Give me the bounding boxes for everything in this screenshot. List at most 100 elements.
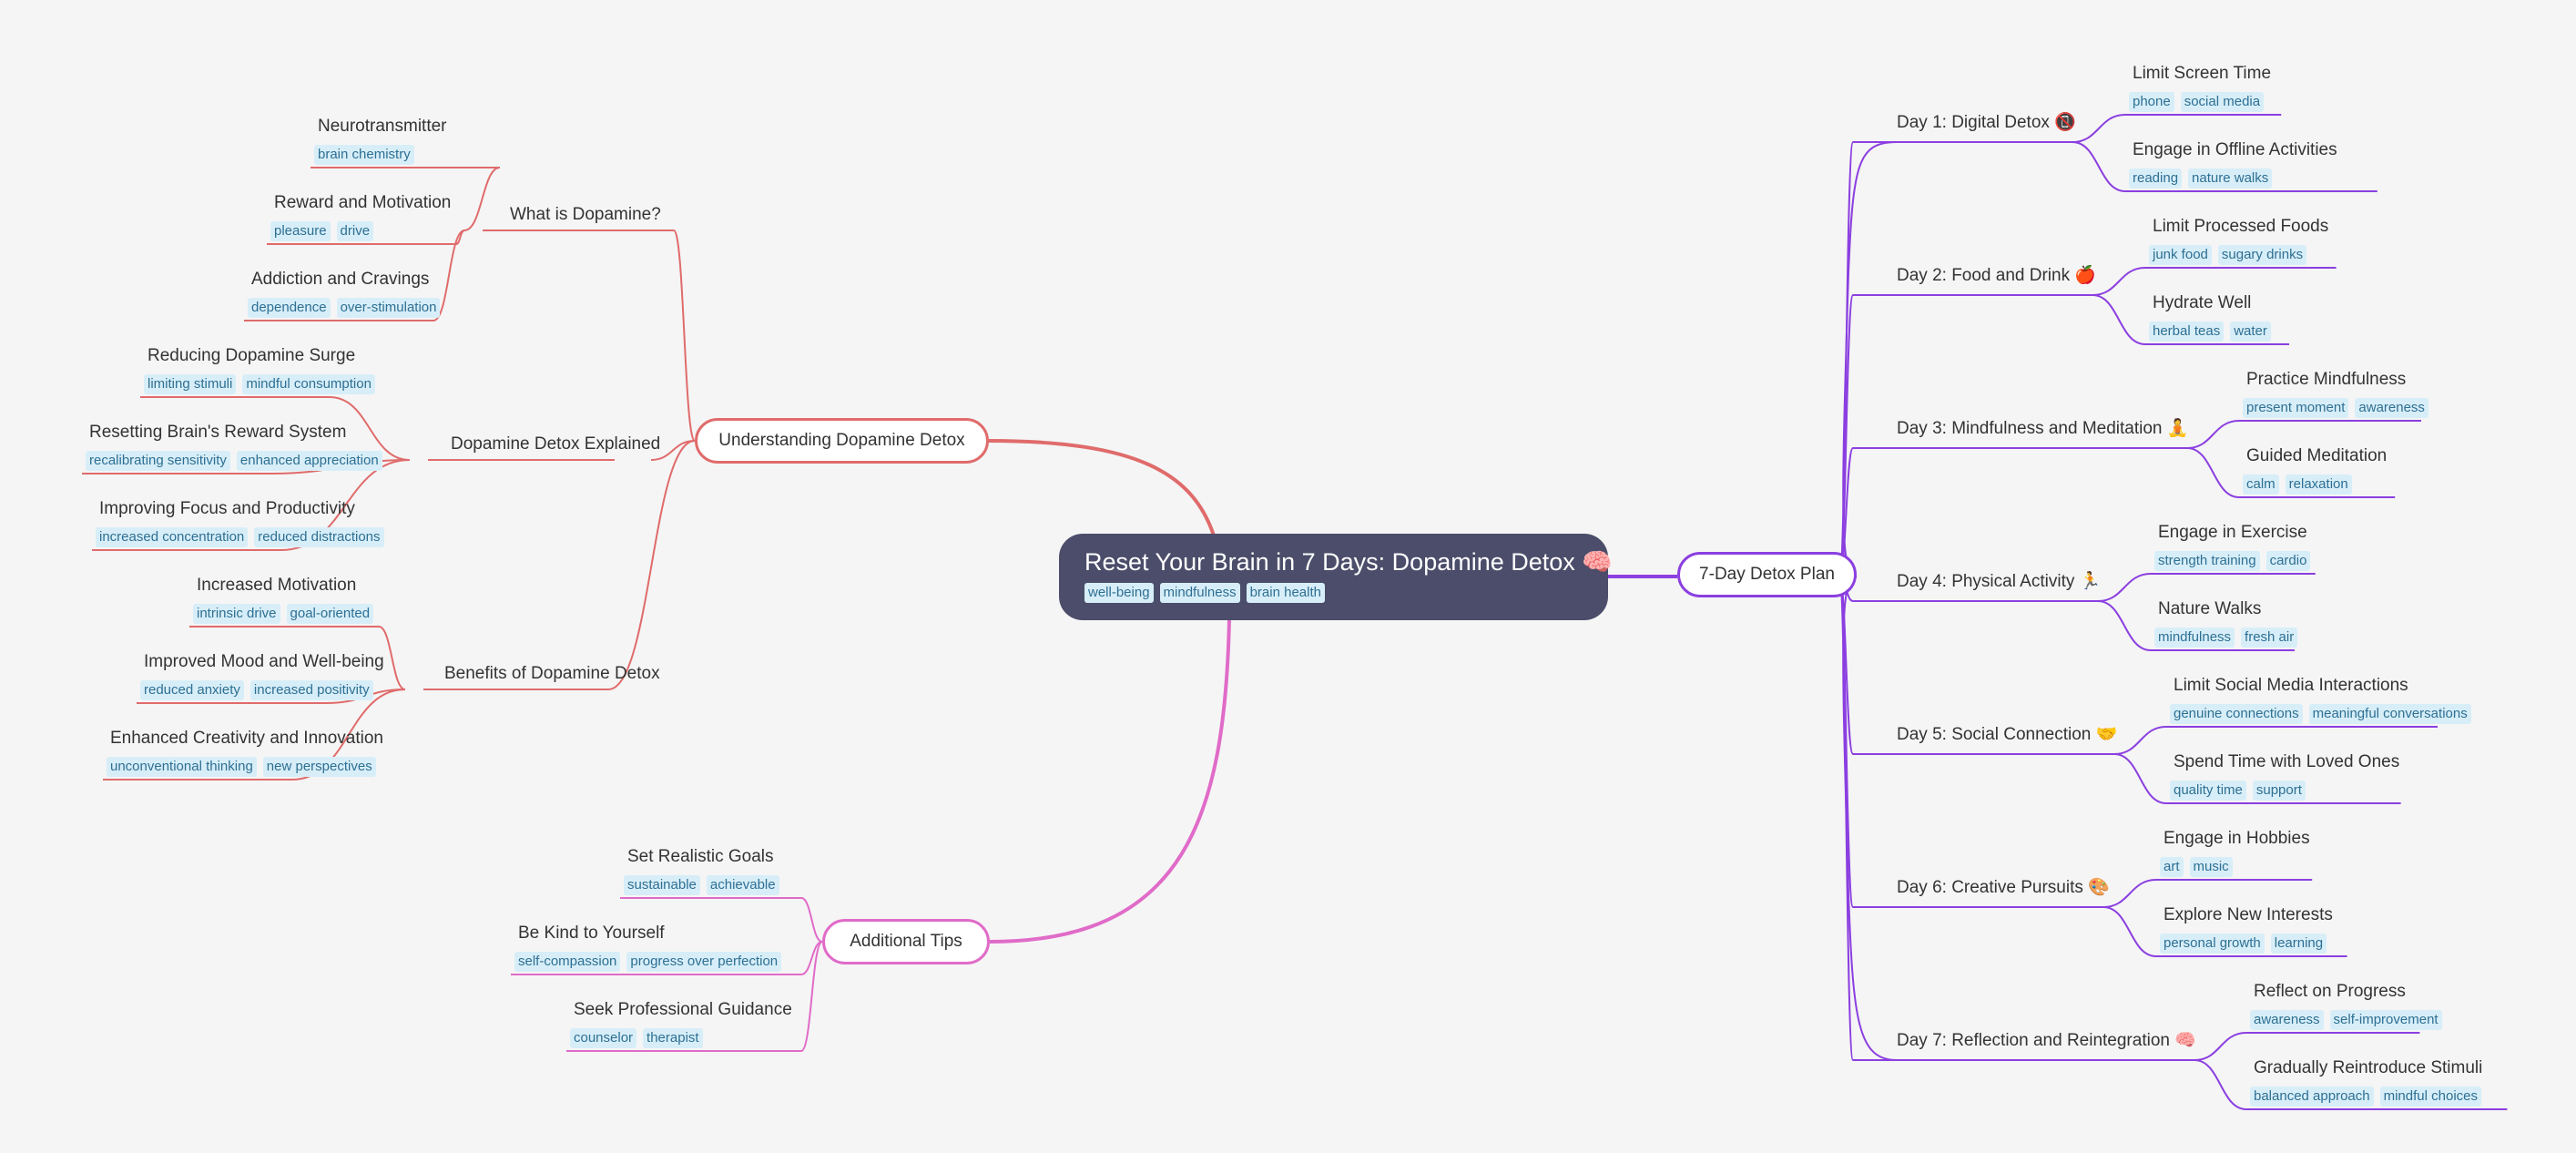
day-topic[interactable]: Day 2: Food and Drink 🍎 [1897,266,2097,285]
leaf-topic[interactable]: Improved Mood and Well-being [144,652,384,671]
tag: phone [2129,92,2174,112]
tag: drive [336,221,374,241]
tag: recalibrating sensitivity [86,451,230,471]
day-topic[interactable]: Day 6: Creative Pursuits 🎨 [1897,878,2110,897]
leaf-topic[interactable]: Limit Processed Foods [2153,217,2329,236]
tag: art [2160,857,2184,877]
leaf-topic[interactable]: Neurotransmitter [318,117,447,136]
tag: increased concentration [96,527,249,547]
branch-additional-tips[interactable]: Additional Tips [822,919,990,964]
connector [2103,879,2157,908]
tag: progress over perfection [626,952,782,972]
tag: enhanced appreciation [236,451,382,471]
subtopic[interactable]: Benefits of Dopamine Detox [444,664,660,683]
day-topic[interactable]: Day 5: Social Connection 🤝 [1897,725,2118,744]
subtopic[interactable]: What is Dopamine? [510,205,661,224]
tag: reduced anxiety [140,680,244,700]
connector [2103,906,2157,957]
connector [2194,1032,2247,1061]
tag: support [2252,781,2306,801]
leaf-topic[interactable]: Improving Focus and Productivity [99,499,355,518]
leaf-topic[interactable]: Resetting Brain's Reward System [89,423,347,442]
branch-7-day-plan[interactable]: 7-Day Detox Plan [1677,552,1857,597]
tag: intrinsic drive [193,604,280,624]
tag: quality time [2170,781,2246,801]
tag: water [2230,321,2271,342]
leaf-topic[interactable]: Spend Time with Loved Ones [2174,752,2400,771]
tag: reduced distractions [254,527,384,547]
leaf-topic[interactable]: Explore New Interests [2164,905,2333,924]
leaf-topic[interactable]: Limit Screen Time [2133,64,2272,83]
leaf-topic[interactable]: Reducing Dopamine Surge [148,346,356,365]
leaf-topic[interactable]: Limit Social Media Interactions [2174,676,2408,695]
leaf-topic[interactable]: Increased Motivation [197,576,357,595]
day-topic[interactable]: Day 4: Physical Activity 🏃 [1897,572,2102,591]
subtopic[interactable]: Dopamine Detox Explained [451,434,661,454]
tag: awareness [2355,398,2428,418]
tag-group: quality time support [2170,781,2312,801]
leaf-topic[interactable]: Gradually Reintroduce Stimuli [2254,1058,2483,1077]
leaf-topic[interactable]: Enhanced Creativity and Innovation [110,729,383,748]
leaf-topic[interactable]: Engage in Offline Activities [2133,140,2337,159]
connector [989,618,1231,944]
leaf-topic[interactable]: Reflect on Progress [2254,982,2406,1001]
connector [2092,294,2146,345]
tag: well-being [1084,583,1154,603]
tag: balanced approach [2250,1087,2374,1107]
tag: new perspectives [262,757,376,777]
leaf-topic[interactable]: Reward and Motivation [274,193,452,212]
connector [1842,141,1898,577]
connector [673,230,696,442]
tag: awareness [2250,1010,2324,1030]
leaf-topic[interactable]: Be Kind to Yourself [518,923,665,943]
leaf-topic[interactable]: Set Realistic Goals [627,847,774,866]
connector [2194,1059,2247,1110]
leaf-topic[interactable]: Seek Professional Guidance [574,1000,792,1019]
connector [2072,114,2126,143]
leaf-topic[interactable]: Nature Walks [2158,599,2262,618]
tag: limiting stimuli [144,374,237,394]
tag: music [2189,857,2233,877]
connector [463,167,501,231]
root-node[interactable]: Reset Your Brain in 7 Days: Dopamine Det… [1059,534,1613,620]
connector [2097,600,2152,651]
leaf-topic[interactable]: Engage in Hobbies [2164,829,2310,848]
day-topic[interactable]: Day 1: Digital Detox 📵 [1897,113,2076,132]
tag: goal-oriented [286,604,374,624]
tag-group: recalibrating sensitivity enhanced apprec… [86,451,389,471]
connector [2113,726,2167,755]
leaf-topic[interactable]: Engage in Exercise [2158,523,2307,542]
leaf-topic[interactable]: Practice Mindfulness [2246,370,2407,389]
connector [378,626,406,690]
tag: learning [2270,934,2327,954]
branch-understanding[interactable]: Understanding Dopamine Detox [695,418,989,464]
leaf-topic[interactable]: Guided Meditation [2246,446,2388,465]
tag: counselor [570,1028,637,1048]
connector [2097,573,2152,602]
tag: relaxation [2285,474,2352,495]
tag: over-stimulation [336,298,441,318]
day-topic[interactable]: Day 3: Mindfulness and Meditation 🧘 [1897,419,2189,438]
connector [1842,576,1898,1061]
day-topic[interactable]: Day 7: Reflection and Reintegration 🧠 [1897,1031,2196,1050]
tag: increased positivity [249,680,373,700]
leaf-topic[interactable]: Addiction and Cravings [251,270,430,289]
leaf-topic[interactable]: Hydrate Well [2153,293,2252,312]
connector [800,897,823,943]
tag: meaningful conversations [2308,704,2471,724]
tag: dependence [248,298,331,318]
